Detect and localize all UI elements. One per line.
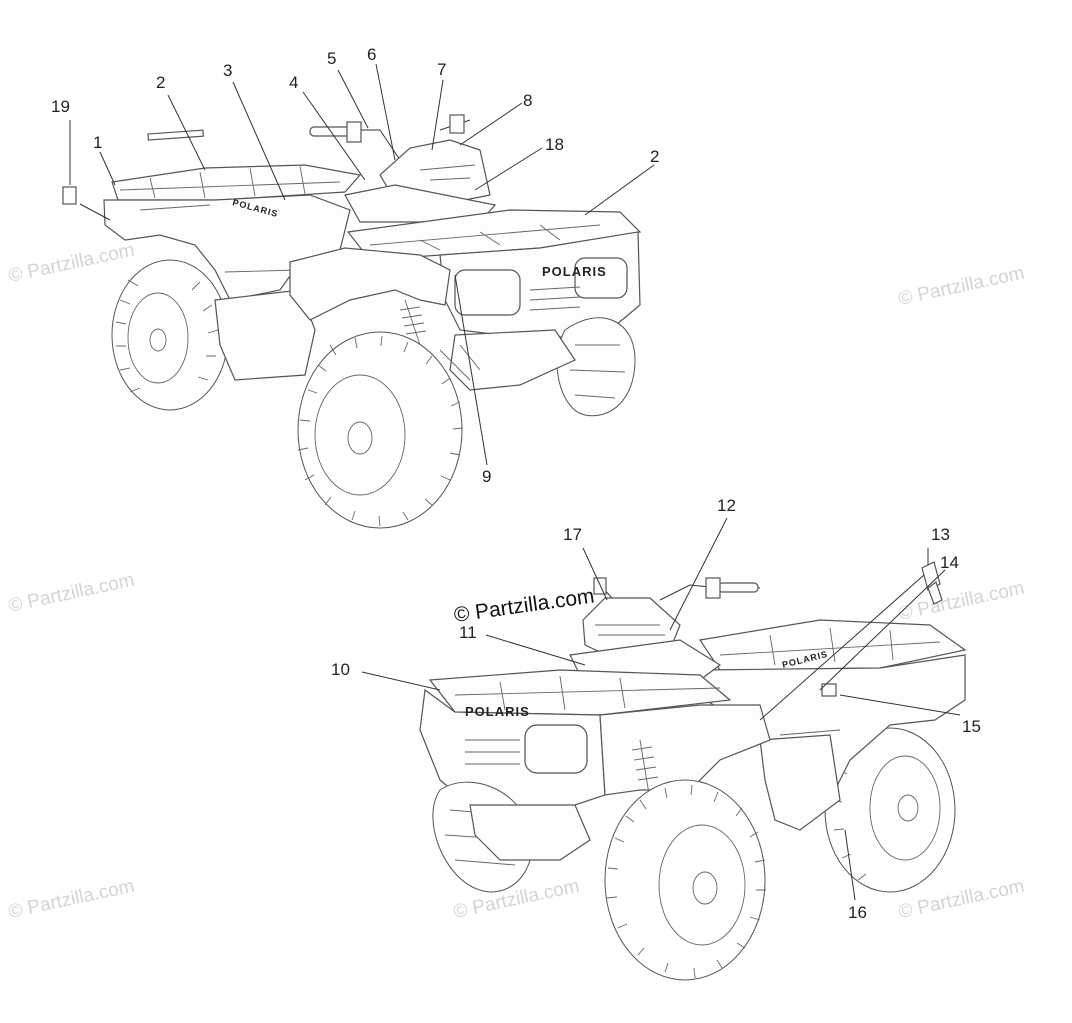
- front-fender-top: [289, 247, 451, 321]
- headlight-right-top: [574, 257, 628, 299]
- decal-2-rack-top: [147, 129, 204, 141]
- callout-number: 19: [51, 97, 70, 116]
- polaris-logo-front-top: POLARIS: [542, 264, 607, 279]
- leader-lines-bottom: [361, 517, 961, 901]
- callout-number: 14: [940, 553, 959, 572]
- front-shock-top: [399, 299, 427, 346]
- callout-number: 16: [848, 903, 867, 922]
- callout-number: 1: [93, 133, 102, 152]
- callout-number: 13: [931, 525, 950, 544]
- callout-number: 17: [563, 525, 582, 544]
- callout-number: 8: [523, 91, 532, 110]
- decal-14-bottom: [927, 581, 943, 605]
- callout-number: 12: [717, 496, 736, 515]
- copyright-notice: © Partzilla.com: [452, 584, 595, 626]
- callout-number: 6: [367, 45, 376, 64]
- front-skid-top: [449, 329, 576, 391]
- callout-number: 10: [331, 660, 350, 679]
- watermark: © Partzilla.com: [7, 876, 137, 923]
- watermark: © Partzilla.com: [897, 578, 1027, 625]
- callouts-top: 19 1 2 3 4 5 6 7 8 18 2 9: [51, 45, 659, 486]
- atv-bottom-illustration: POLARIS POLARIS: [419, 561, 967, 981]
- polaris-logo-front-bottom: POLARIS: [465, 704, 530, 719]
- handlebar-bottom: [593, 577, 760, 601]
- callout-number: 2: [156, 73, 165, 92]
- front-shock-bottom: [631, 739, 659, 801]
- headlight-right-bottom: [524, 724, 588, 774]
- rear-wheel-top: [111, 259, 229, 411]
- callout-number: 4: [289, 73, 298, 92]
- atv-top-illustration: POLARIS POLARIS: [62, 114, 642, 529]
- callout-number: 3: [223, 61, 232, 80]
- front-right-wheel-bottom: [604, 779, 766, 981]
- leader-lines-top: [69, 63, 655, 466]
- callout-number: 5: [327, 49, 336, 68]
- watermark: © Partzilla.com: [897, 263, 1027, 310]
- watermark: © Partzilla.com: [7, 570, 137, 617]
- decal-19-top: [62, 186, 77, 205]
- headlight-left-top: [454, 269, 521, 316]
- front-skid-bottom: [469, 804, 591, 861]
- footwell-bottom: [759, 734, 841, 831]
- watermark: © Partzilla.com: [7, 240, 137, 287]
- callout-number: 2: [650, 147, 659, 166]
- callout-number: 9: [482, 467, 491, 486]
- callouts-bottom: 17 12 13 14 11 10 15 16: [331, 496, 981, 922]
- callout-number: 18: [545, 135, 564, 154]
- callout-number: 11: [459, 623, 477, 642]
- front-left-wheel-top: [297, 331, 464, 529]
- callout-number: 15: [962, 717, 981, 736]
- decal-15-bottom: [821, 683, 837, 697]
- callout-number: 7: [437, 60, 446, 79]
- front-right-wheel-top: [556, 317, 636, 417]
- front-fender-bottom: [599, 704, 771, 796]
